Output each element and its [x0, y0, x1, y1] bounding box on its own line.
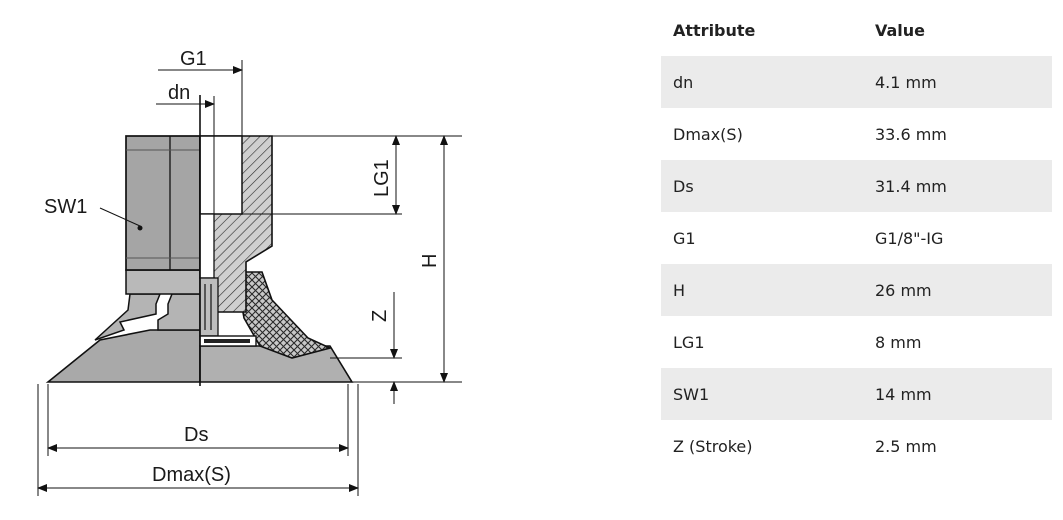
- table-row: SW1 14 mm: [661, 368, 1052, 420]
- dimension-ds: Ds: [47, 384, 349, 456]
- spec-table: Attribute Value dn 4.1 mm Dmax(S) 33.6 m…: [661, 4, 1052, 472]
- table-row: LG1 8 mm: [661, 316, 1052, 368]
- table-row: H 26 mm: [661, 264, 1052, 316]
- label-dmax: Dmax(S): [152, 464, 231, 486]
- cup-lip-exterior: [45, 329, 201, 383]
- value-cell: 4.1 mm: [863, 56, 1052, 108]
- piston-insert: [199, 277, 219, 337]
- dimension-dmax: Dmax(S): [37, 384, 359, 496]
- cup-exterior: [45, 135, 201, 383]
- cup-section: [199, 135, 354, 383]
- hex-nut-exterior: [125, 135, 201, 271]
- attribute-cell: Dmax(S): [673, 124, 743, 144]
- dimension-h: H: [352, 135, 462, 383]
- attribute-cell: dn: [661, 56, 863, 108]
- label-dn: dn: [168, 82, 190, 104]
- value-cell: 8 mm: [875, 332, 922, 352]
- value-cell: 2.5 mm: [875, 436, 937, 456]
- value-cell: 31.4 mm: [863, 160, 1052, 212]
- bellows-section: [235, 271, 333, 359]
- attribute-cell: H: [661, 264, 863, 316]
- table-row: dn 4.1 mm: [661, 56, 1052, 108]
- header-attribute: Attribute: [673, 20, 756, 40]
- label-g1: G1: [180, 48, 207, 70]
- attribute-cell: Ds: [661, 160, 863, 212]
- value-cell: 33.6 mm: [875, 124, 947, 144]
- collar-exterior: [125, 269, 201, 295]
- attribute-cell: LG1: [673, 332, 705, 352]
- label-z: Z: [369, 310, 391, 322]
- table-row: G1 G1/8"-IG: [661, 212, 1052, 264]
- dimension-dn: dn: [156, 82, 215, 214]
- dimension-lg1: LG1: [242, 135, 462, 215]
- table-row: Z (Stroke) 2.5 mm: [661, 420, 1052, 472]
- label-h: H: [419, 254, 441, 268]
- dimension-sw1: SW1: [44, 196, 141, 227]
- attribute-cell: SW1: [661, 368, 863, 420]
- table-row: Ds 31.4 mm: [661, 160, 1052, 212]
- dimension-g1: G1: [158, 48, 243, 136]
- value-cell: 26 mm: [863, 264, 1052, 316]
- value-cell: G1/8"-IG: [875, 228, 944, 248]
- value-cell: 14 mm: [863, 368, 1052, 420]
- label-ds: Ds: [184, 424, 208, 446]
- label-lg1: LG1: [371, 159, 393, 197]
- attribute-cell: G1: [673, 228, 696, 248]
- bellows-exterior: [157, 293, 201, 331]
- label-sw1: SW1: [44, 196, 87, 218]
- bellows-left: [94, 293, 162, 341]
- thread-bore: [199, 135, 243, 215]
- nozzle-bore: [199, 213, 215, 279]
- attribute-cell: Z (Stroke): [673, 436, 753, 456]
- header-value: Value: [875, 20, 926, 40]
- suction-cup-drawing: G1 dn SW1 LG1 H Z Ds: [37, 48, 462, 496]
- dimension-z: Z: [330, 292, 402, 404]
- table-row: Dmax(S) 33.6 mm: [661, 108, 1052, 160]
- table-header-row: Attribute Value: [661, 4, 1052, 56]
